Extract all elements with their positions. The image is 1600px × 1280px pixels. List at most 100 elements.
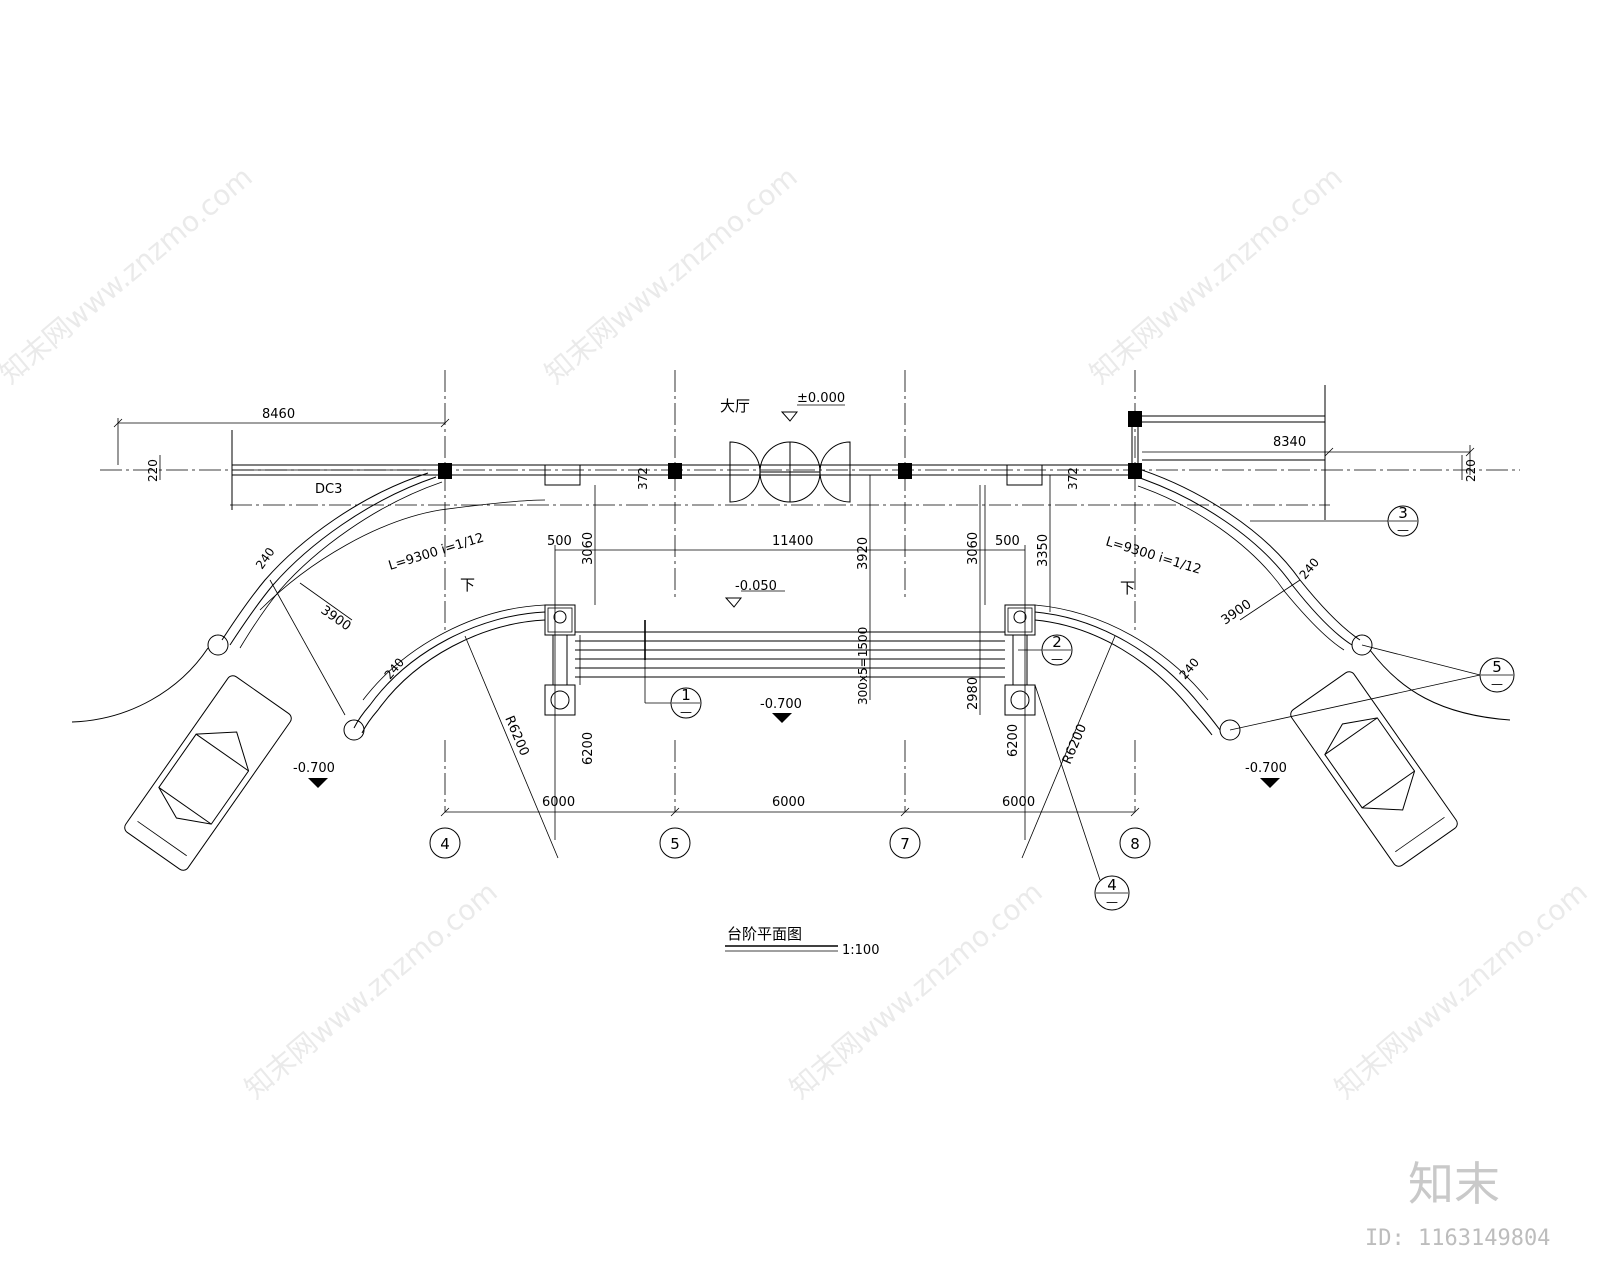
detail-4-num: 4 bbox=[1107, 876, 1117, 894]
dim-11400: 11400 bbox=[772, 534, 813, 549]
watermark-text-1: 知末网www.znzmo.com bbox=[0, 160, 259, 390]
dim-stairs: 300x5=1500 bbox=[856, 627, 870, 705]
dim-3060-left: 3060 bbox=[581, 532, 596, 565]
level-triangle-mid bbox=[772, 713, 792, 723]
ramp-right-outer-edge bbox=[1141, 469, 1361, 641]
dim-6200-left: 6200 bbox=[581, 732, 596, 765]
door-leaf-right bbox=[819, 441, 851, 503]
wall-pier-right bbox=[1006, 464, 1043, 486]
ramp-left bbox=[71, 472, 546, 741]
pillar-bottom-left bbox=[544, 684, 576, 716]
door-tag: DC3 bbox=[315, 482, 342, 497]
watermark-text-3: 知末网www.znzmo.com bbox=[1083, 160, 1348, 390]
watermark-layer: 知末网www.znzmo.com 知末网www.znzmo.com 知末网www… bbox=[0, 160, 1594, 1105]
dim-3900-right: 3900 bbox=[1219, 597, 1255, 628]
detail-2-sub: — bbox=[1051, 652, 1063, 666]
ramp-left-label: L=9300 i=1/12 bbox=[387, 531, 486, 574]
radius-line-left bbox=[464, 635, 559, 859]
revolving-door bbox=[729, 441, 851, 503]
axis-label-7: 7 bbox=[900, 835, 910, 853]
detail-markers bbox=[644, 505, 1515, 911]
detail-marker-4 bbox=[1094, 875, 1130, 911]
pillar-top-left bbox=[544, 604, 576, 636]
ramp-right-down: 下 bbox=[1120, 579, 1135, 597]
dim-240-d: 240 bbox=[1177, 655, 1202, 682]
column-axis-5 bbox=[668, 463, 682, 479]
level-triangle-left bbox=[308, 778, 328, 788]
front-wall bbox=[231, 385, 1326, 520]
level-triangle-hall bbox=[780, 411, 799, 422]
dim-2980: 2980 bbox=[966, 677, 981, 710]
dim-240-c: 240 bbox=[1297, 555, 1322, 582]
axis-label-4: 4 bbox=[440, 835, 450, 853]
title-scale: 1:100 bbox=[842, 943, 879, 958]
ramp-right-inner-edge bbox=[1034, 611, 1221, 731]
dim-bay-3: 6000 bbox=[1002, 795, 1035, 810]
radius-label-right: R6200 bbox=[1060, 722, 1090, 767]
road-edge-right bbox=[1369, 649, 1511, 721]
detail-1-sub: — bbox=[680, 705, 692, 719]
dim-8340: 8340 bbox=[1273, 435, 1306, 450]
room-level: ±0.000 bbox=[797, 391, 845, 406]
ramp-left-outer-edge bbox=[221, 472, 429, 641]
car-left bbox=[124, 675, 292, 871]
axis-bubble-5 bbox=[659, 827, 691, 859]
detail-3-num: 3 bbox=[1398, 504, 1408, 522]
pillar-bottom-right bbox=[1004, 684, 1036, 716]
title-text: 台阶平面图 bbox=[727, 925, 802, 943]
mid-level: -0.700 bbox=[760, 697, 802, 712]
watermark-text-5: 知末网www.znzmo.com bbox=[783, 875, 1048, 1105]
dim-3350: 3350 bbox=[1036, 534, 1051, 567]
dim-line-3900-right bbox=[1239, 579, 1301, 621]
ramp-right-post-lower bbox=[1219, 719, 1241, 741]
dim-bay-1: 6000 bbox=[542, 795, 575, 810]
ramp-right-label: L=9300 i=1/12 bbox=[1104, 534, 1203, 577]
door-leaf-left bbox=[729, 441, 761, 503]
radius-line-right bbox=[1021, 635, 1116, 859]
axis-bubbles: 4 5 7 8 bbox=[429, 827, 1151, 859]
wall-pier-left bbox=[544, 464, 581, 486]
detail-1-num: 1 bbox=[681, 686, 691, 704]
ramp-left-post-lower bbox=[343, 719, 365, 741]
dim-500-left: 500 bbox=[547, 534, 572, 549]
detail-5-num: 5 bbox=[1492, 658, 1502, 676]
detail-2-num: 2 bbox=[1052, 633, 1062, 651]
dim-3900-left: 3900 bbox=[318, 603, 354, 634]
ramp-left-down: 下 bbox=[460, 576, 475, 594]
brand-watermark: 知末 ID: 1163149804 bbox=[1365, 1157, 1550, 1251]
axis-bubble-4 bbox=[429, 827, 461, 859]
dim-500-right: 500 bbox=[995, 534, 1020, 549]
stair-treads bbox=[575, 620, 1005, 685]
dim-220-left: 220 bbox=[146, 459, 160, 482]
watermark-text-4: 知末网www.znzmo.com bbox=[238, 875, 503, 1105]
dim-line-3900-left bbox=[299, 582, 353, 621]
dim-372-left: 372 bbox=[636, 467, 650, 490]
detail-5-sub: — bbox=[1491, 677, 1503, 691]
column-axis-7 bbox=[898, 463, 912, 479]
radius-label-left: R6200 bbox=[501, 714, 531, 759]
column-axis-8 bbox=[1128, 463, 1142, 479]
dim-bay-2: 6000 bbox=[772, 795, 805, 810]
level-triangle-platform bbox=[724, 597, 743, 608]
platform-level: -0.050 bbox=[735, 579, 777, 594]
column-axis-4 bbox=[438, 463, 452, 479]
level-triangle-right bbox=[1260, 778, 1280, 788]
axis-bubble-7 bbox=[889, 827, 921, 859]
watermark-text-2: 知末网www.znzmo.com bbox=[538, 160, 803, 390]
ramp-left-post-upper bbox=[207, 634, 229, 656]
watermark-text-6: 知末网www.znzmo.com bbox=[1328, 875, 1593, 1105]
dim-220-right: 220 bbox=[1464, 459, 1478, 482]
pillar-top-right bbox=[1004, 604, 1036, 636]
ramp-right bbox=[1034, 469, 1511, 741]
ramp-right-post-upper bbox=[1351, 634, 1373, 656]
dim-3060-right: 3060 bbox=[966, 532, 981, 565]
column-upper-right bbox=[1128, 411, 1142, 427]
ramp-left-inner-edge bbox=[353, 611, 546, 729]
left-level: -0.700 bbox=[293, 761, 335, 776]
detail-3-sub: — bbox=[1397, 523, 1409, 537]
drawing-title: 台阶平面图 1:100 bbox=[725, 925, 879, 958]
room-name: 大厅 bbox=[720, 397, 750, 415]
axis-label-5: 5 bbox=[670, 835, 680, 853]
road-edge-left bbox=[71, 647, 209, 723]
